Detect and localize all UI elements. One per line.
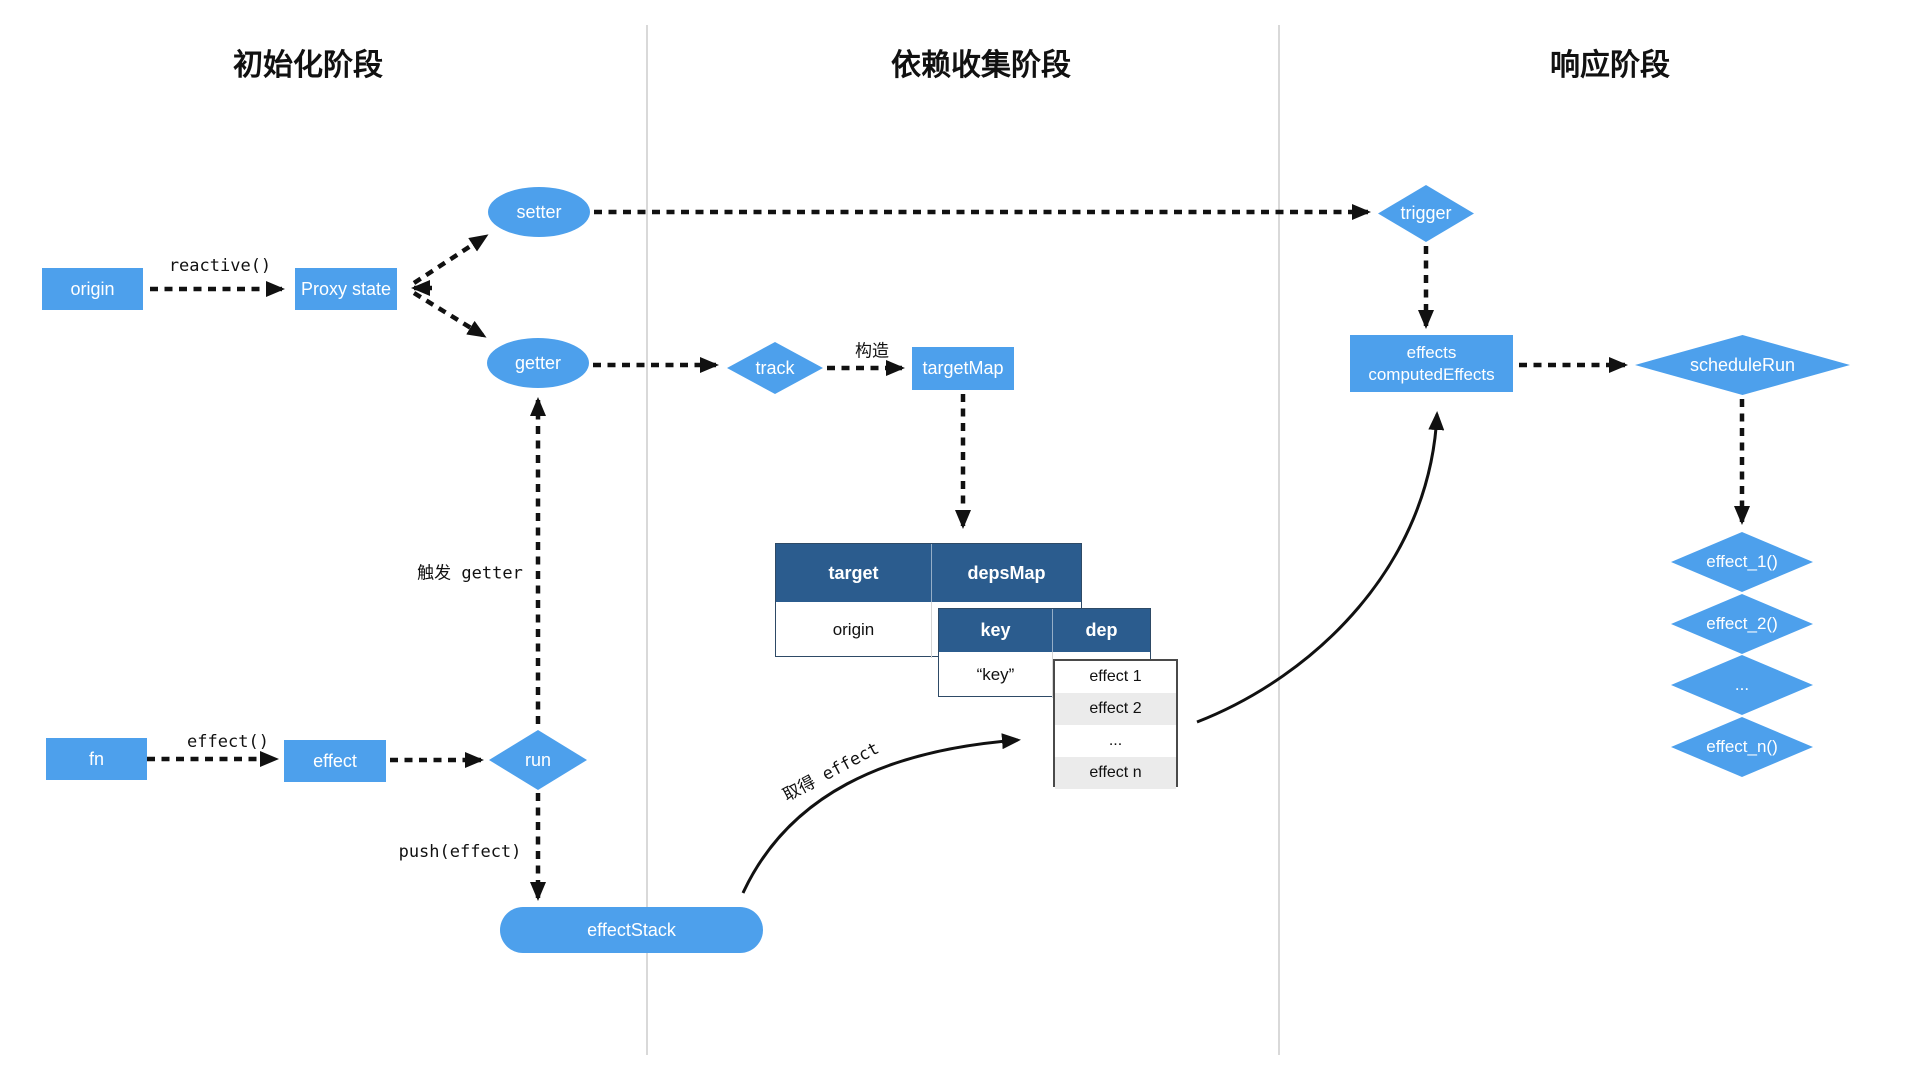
node-targetmap: targetMap — [912, 347, 1014, 390]
targetmap-cell-origin: origin — [776, 602, 932, 658]
edge-effectstack-to-deplist — [741, 733, 1021, 894]
node-effect: effect — [284, 740, 386, 782]
phase-title-response: 响应阶段 — [1550, 49, 1670, 82]
phase-title-collect: 依赖收集阶段 — [891, 49, 1071, 82]
label-effect-call: effect() — [187, 732, 269, 752]
dep-effect-item: effect 2 — [1055, 693, 1176, 725]
phase-title-init: 初始化阶段 — [233, 49, 383, 82]
dep-effect-item: effect 1 — [1089, 668, 1142, 685]
node-fn: fn — [46, 738, 147, 780]
dep-effect-list: effect 1 effect 2 ... effect n — [1053, 659, 1178, 789]
dep-effect-item: effect n — [1055, 757, 1176, 789]
node-effects-line1: effects — [1406, 343, 1457, 363]
node-setter: setter — [488, 187, 590, 237]
phase-divider-2 — [1278, 25, 1280, 1055]
depsmap-cell-key: “key” — [939, 652, 1053, 698]
edge-proxy-to-getter — [412, 291, 487, 338]
node-proxy-state: Proxy state — [295, 268, 397, 310]
edge-deplist-to-effects — [1196, 411, 1445, 724]
depsmap-header-key: key — [939, 609, 1053, 652]
targetmap-header-target: target — [776, 544, 932, 602]
label-reactive: reactive() — [168, 256, 272, 276]
label-trigger-getter: 触发 getter — [417, 563, 523, 584]
edge-proxy-to-setter — [412, 234, 489, 285]
phase-divider-1 — [646, 25, 648, 1055]
node-getter: getter — [487, 338, 589, 388]
node-effectstack: effectStack — [500, 907, 763, 953]
targetmap-header-depsmap: depsMap — [967, 562, 1046, 583]
node-origin: origin — [42, 268, 143, 310]
label-push-effect: push(effect) — [398, 842, 522, 862]
node-effects-computedeffects: effects computedEffects — [1350, 335, 1513, 392]
depsmap-table: key dep “key” — [938, 608, 1151, 698]
node-effects-line2: computedEffects — [1368, 364, 1495, 384]
label-construct: 构造 — [855, 341, 889, 361]
depsmap-header-dep: dep — [1085, 620, 1118, 640]
dep-effect-item: ... — [1108, 732, 1123, 749]
